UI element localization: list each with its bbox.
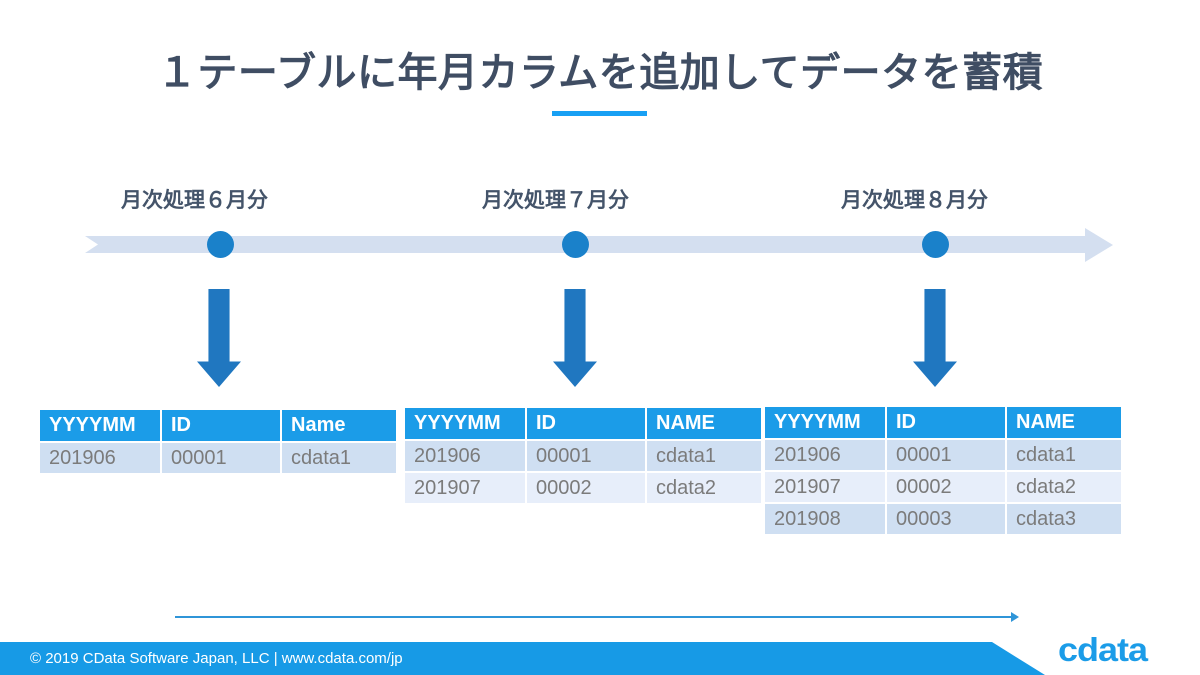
timeline-label-july: 月次処理７月分 [482,189,629,212]
divider-arrow-line [175,616,1011,618]
down-arrow-icon-august [913,289,957,387]
table-header-row: YYYYMM ID Name [40,410,396,441]
timeline-arrowhead-icon [1085,228,1113,262]
divider-arrowhead-icon [1011,612,1019,622]
table-header-cell: YYYYMM [765,407,885,438]
table-cell: 201907 [405,473,525,503]
table-row: 201908 00003 cdata3 [765,504,1121,534]
down-arrow-icon-june [197,289,241,387]
table-header-cell: NAME [647,408,761,439]
footer-bar: © 2019 CData Software Japan, LLC | www.c… [0,642,1045,675]
table-row: 201906 00001 cdata1 [765,440,1121,470]
table-cell: cdata2 [647,473,761,503]
timeline-dot-july [562,231,589,258]
table-header-cell: ID [162,410,280,441]
copyright-text: © 2019 CData Software Japan, LLC | www.c… [30,650,403,667]
table-header-cell: YYYYMM [405,408,525,439]
table-cell: cdata3 [1007,504,1121,534]
table-header-cell: NAME [1007,407,1121,438]
table-cell: 00003 [887,504,1005,534]
down-arrow-icon-july [553,289,597,387]
table-header-row: YYYYMM ID NAME [405,408,761,439]
data-table-august: YYYYMM ID NAME 201906 00001 cdata1 20190… [763,405,1123,536]
table-cell: cdata1 [1007,440,1121,470]
table-header-row: YYYYMM ID NAME [765,407,1121,438]
table-cell: 201908 [765,504,885,534]
table-header-cell: ID [527,408,645,439]
table-row: 201906 00001 cdata1 [405,441,761,471]
table-cell: 00002 [887,472,1005,502]
table-cell: 201906 [40,443,160,473]
table-header-cell: YYYYMM [40,410,160,441]
data-table-july: YYYYMM ID NAME 201906 00001 cdata1 20190… [403,406,763,505]
table-cell: 201907 [765,472,885,502]
table-header-cell: Name [282,410,396,441]
table-row: 201907 00002 cdata2 [405,473,761,503]
page-title: １テーブルに年月カラムを追加してデータを蓄積 [156,51,1044,95]
timeline-dot-august [922,231,949,258]
timeline-label-august: 月次処理８月分 [841,189,988,212]
table-cell: 201906 [405,441,525,471]
table-cell: 201906 [765,440,885,470]
cdata-logo: cdata [1058,630,1148,669]
table-cell: 00002 [527,473,645,503]
title-underline [552,111,647,116]
table-header-cell: ID [887,407,1005,438]
table-cell: cdata2 [1007,472,1121,502]
table-cell: cdata1 [647,441,761,471]
table-cell: 00001 [527,441,645,471]
table-cell: 00001 [162,443,280,473]
timeline-dot-june [207,231,234,258]
table-cell: 00001 [887,440,1005,470]
table-row: 201907 00002 cdata2 [765,472,1121,502]
timeline-label-june: 月次処理６月分 [121,189,268,212]
table-cell: cdata1 [282,443,396,473]
table-row: 201906 00001 cdata1 [40,443,396,473]
data-table-june: YYYYMM ID Name 201906 00001 cdata1 [38,408,398,475]
